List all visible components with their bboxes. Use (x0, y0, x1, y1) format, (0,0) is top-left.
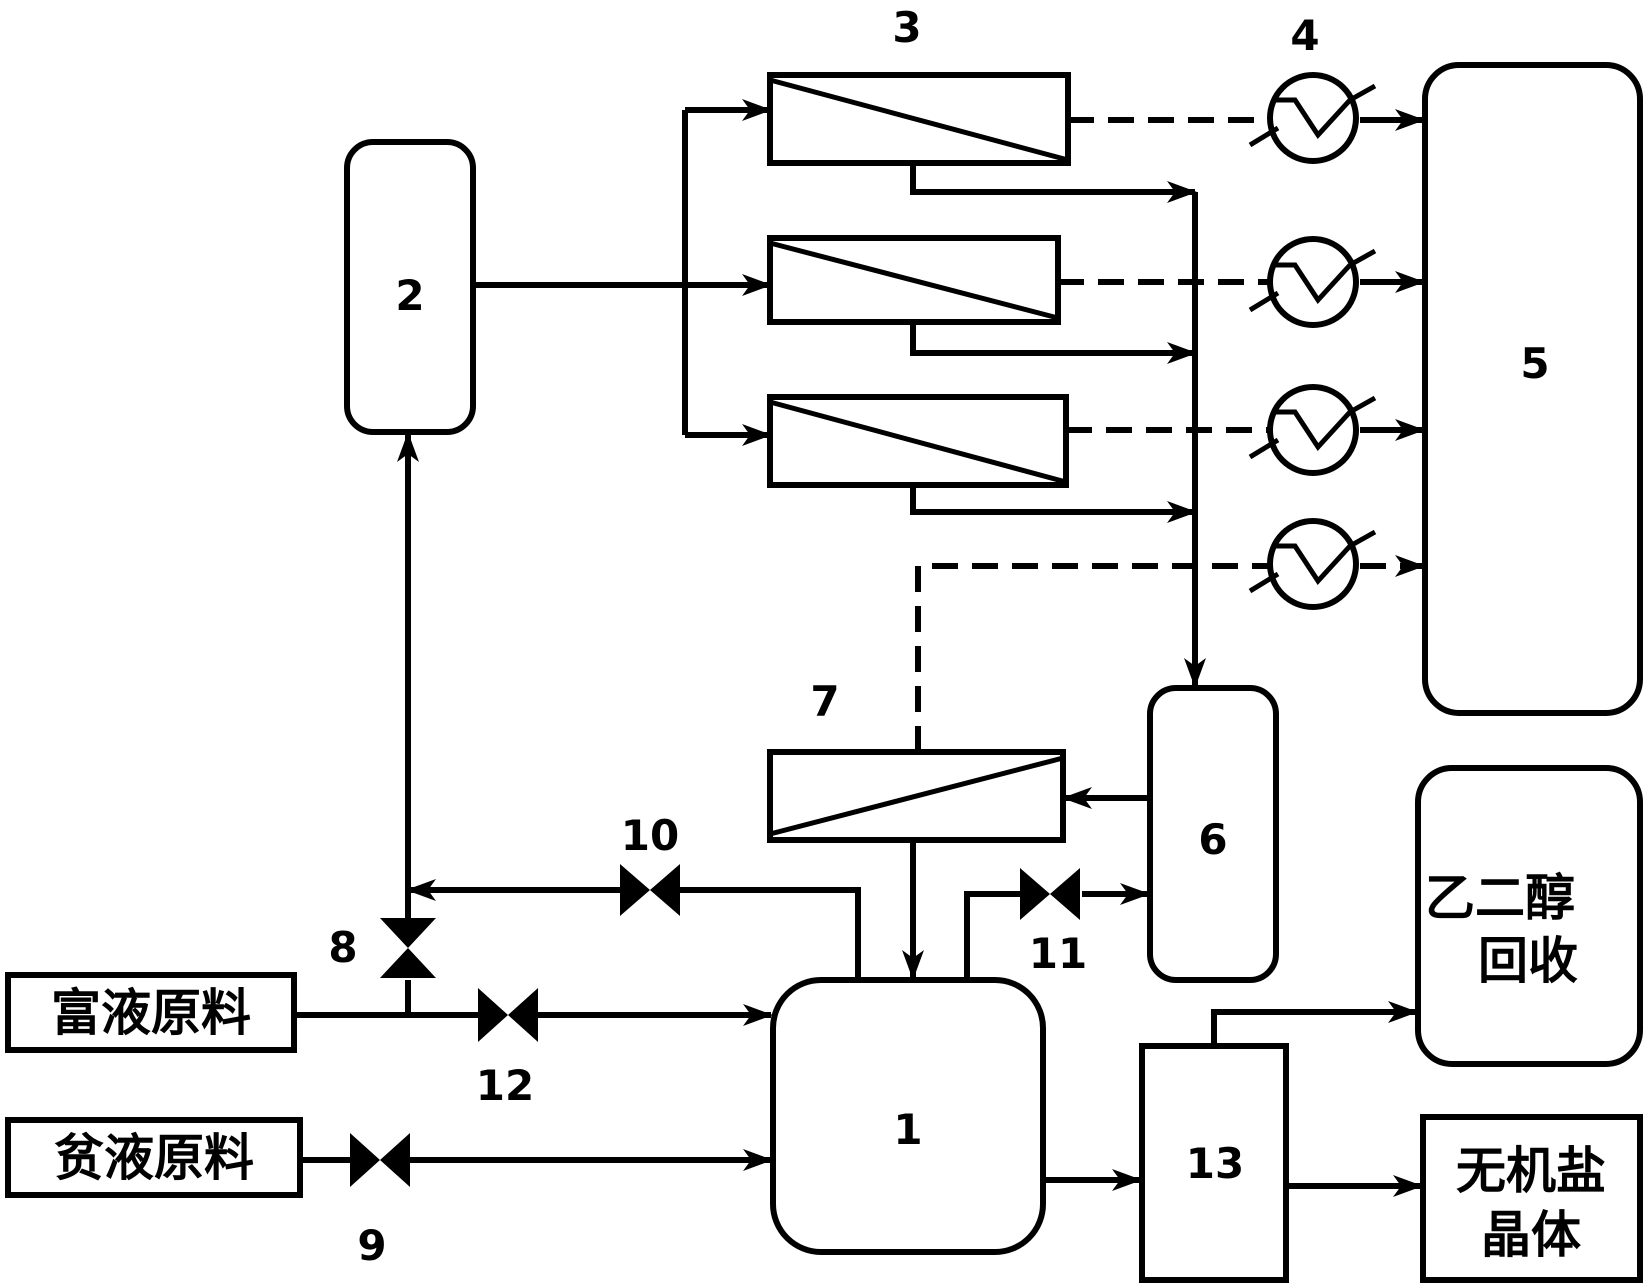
condenser-row1 (1248, 72, 1377, 164)
membrane-module-top (767, 72, 1071, 166)
label-11: 11 (1029, 929, 1087, 978)
membrane-module-bottom (767, 394, 1069, 488)
valve-12[interactable] (478, 988, 538, 1042)
glycol-recovery-char: 醇 (1525, 869, 1575, 927)
label-6: 6 (1198, 815, 1227, 864)
condenser-row2 (1248, 236, 1377, 328)
label-3: 3 (892, 3, 921, 52)
retentate-bottom (910, 485, 1197, 523)
vapor-line-4a (915, 563, 1268, 752)
label-8: 8 (328, 923, 357, 972)
retentate-middle (910, 322, 1197, 364)
glycol-recovery-line1: 乙二 (1425, 869, 1525, 927)
label-7: 7 (810, 677, 839, 726)
valve-9[interactable] (350, 1133, 410, 1187)
vessel-6: 6 (1147, 685, 1279, 983)
unit-13: 13 (1139, 1043, 1289, 1283)
pipe-1-to-valve-10 (680, 887, 861, 980)
glycol-recovery-line2: 回收 (1478, 932, 1578, 990)
valve-10[interactable] (620, 864, 680, 916)
vessel-2: 2 (344, 139, 476, 435)
pipe-1-to-valve-11 (964, 891, 1020, 980)
label-1: 1 (893, 1105, 922, 1154)
label-10: 10 (621, 811, 679, 860)
valve-11[interactable] (1020, 868, 1080, 920)
glycol-recovery-box: 乙二 醇 回收 (1415, 765, 1643, 1067)
reactor-1: 1 (770, 977, 1046, 1255)
label-2: 2 (395, 271, 424, 320)
salt-crystal-line2: 晶体 (1481, 1206, 1581, 1264)
membrane-module-7 (767, 749, 1066, 843)
label-12: 12 (476, 1061, 534, 1110)
valve-8[interactable] (380, 918, 436, 978)
membrane-module-middle (767, 235, 1061, 325)
lean-feed-label: 贫液原料 (54, 1129, 254, 1187)
label-13: 13 (1186, 1139, 1244, 1188)
pipe-13-to-glycol (1211, 1001, 1418, 1046)
retentate-top (910, 163, 1197, 203)
tank-5: 5 (1422, 62, 1643, 716)
condenser-row3 (1248, 384, 1377, 476)
salt-crystal-line1: 无机盐 (1456, 1142, 1606, 1200)
condenser-row4 (1248, 518, 1377, 610)
lean-feed-box: 贫液原料 (5, 1117, 303, 1198)
label-5: 5 (1520, 339, 1549, 388)
label-9: 9 (357, 1221, 386, 1270)
rich-feed-label: 富液原料 (51, 984, 251, 1042)
rich-feed-box: 富液原料 (5, 972, 297, 1053)
salt-crystal-box: 无机盐 晶体 (1420, 1114, 1643, 1283)
label-4: 4 (1290, 11, 1319, 60)
